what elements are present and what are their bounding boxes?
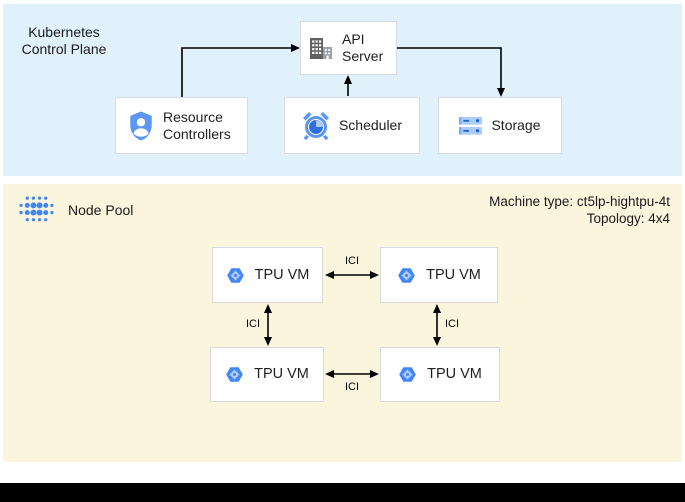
shield-user-icon xyxy=(130,111,152,140)
tpu-vm-label: TPU VM xyxy=(427,366,482,382)
storage-disks-icon xyxy=(459,116,483,135)
storage-label: Storage xyxy=(491,117,541,133)
control-plane-title: Kubernetes Control Plane xyxy=(21,24,107,57)
api-server-node: API Server xyxy=(300,21,397,75)
storage-node: Storage xyxy=(438,97,562,154)
ici-link-label-top: ICI xyxy=(344,255,360,267)
tpu-vm-node-bottom-right: TPU VM xyxy=(380,347,500,402)
bottom-black-bar xyxy=(0,483,685,502)
dot-cluster-icon xyxy=(19,196,54,222)
hexagon-gear-icon xyxy=(398,267,415,283)
tpu-vm-node-top-right: TPU VM xyxy=(380,247,498,303)
resource-controllers-label: Resource Controllers xyxy=(163,108,231,142)
ici-link-label-bottom: ICI xyxy=(344,381,360,393)
tpu-vm-label: TPU VM xyxy=(426,266,481,283)
node-pool-metadata: Machine type: ct5lp-hightpu-4t Topology:… xyxy=(400,193,670,227)
scheduler-node: Scheduler xyxy=(284,97,420,154)
resource-controllers-node: Resource Controllers xyxy=(115,97,248,154)
node-pool-title: Node Pool xyxy=(68,202,134,218)
hexagon-gear-icon xyxy=(399,367,416,382)
tpu-vm-label: TPU VM xyxy=(254,266,310,283)
api-server-label: API Server xyxy=(342,31,384,64)
node-pool-header: Node Pool xyxy=(18,194,133,226)
hexagon-gear-icon xyxy=(226,267,244,283)
topology-text: Topology: 4x4 xyxy=(586,211,670,226)
alarm-clock-icon xyxy=(302,111,329,140)
ici-link-label-right: ICI xyxy=(444,318,460,330)
tpu-vm-label: TPU VM xyxy=(254,366,309,382)
ici-link-label-left: ICI xyxy=(245,318,261,330)
tpu-vm-node-bottom-left: TPU VM xyxy=(210,347,324,402)
machine-type-text: Machine type: ct5lp-hightpu-4t xyxy=(489,194,670,209)
scheduler-label: Scheduler xyxy=(338,117,403,133)
node-pool-panel xyxy=(3,184,682,462)
tpu-vm-node-top-left: TPU VM xyxy=(212,247,323,303)
building-icon xyxy=(310,37,332,59)
hexagon-gear-icon xyxy=(226,367,243,382)
